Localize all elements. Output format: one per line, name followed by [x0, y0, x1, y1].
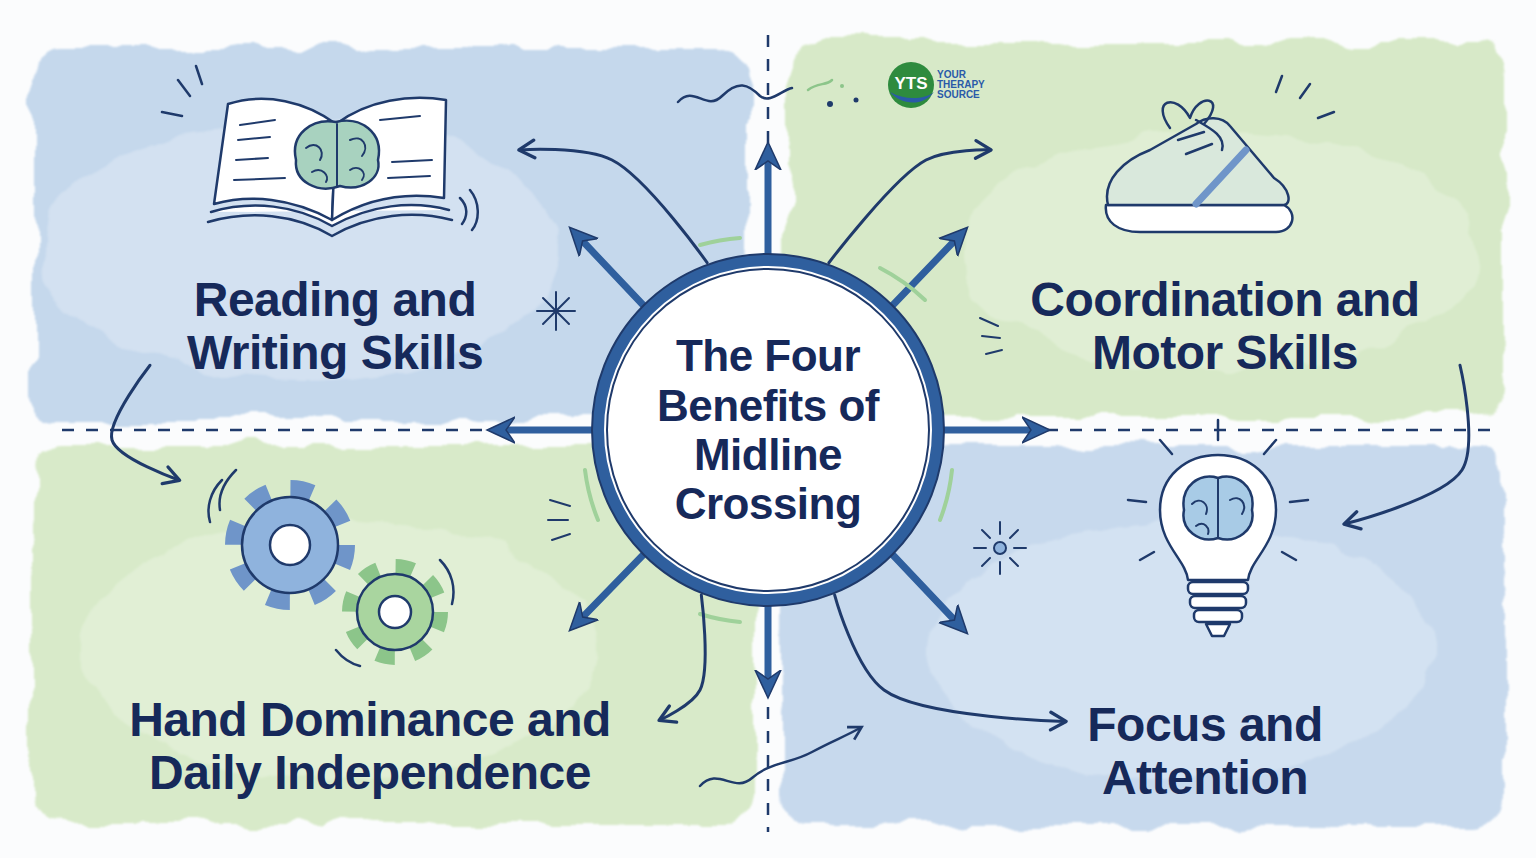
hub-text: The Four Benefits of Midline Crossing — [623, 331, 913, 528]
shoe-icon — [1106, 76, 1334, 232]
accent-arcs — [585, 238, 952, 622]
benefit-box: Coordination and Motor Skills — [990, 85, 1460, 380]
hub-outer-ring — [592, 254, 944, 606]
bulb-glass — [1160, 455, 1276, 580]
benefit-box: Focus and Attention — [1065, 425, 1345, 805]
spoke-arrow — [765, 604, 772, 690]
accent-arc — [940, 470, 952, 520]
accent-arc — [700, 614, 740, 622]
spoke-arrow — [942, 427, 1042, 434]
bulb-base — [1194, 610, 1242, 622]
gear-hole — [270, 525, 310, 565]
gear-hole — [379, 596, 411, 628]
sparkle — [537, 292, 575, 330]
logo-initials: YTS — [888, 75, 934, 94]
lightbulb-icon — [1128, 420, 1308, 636]
spoke-arrow — [495, 427, 594, 434]
benefit-text: Hand Dominance and Daily Independence — [80, 693, 660, 801]
curved-arrow — [520, 149, 707, 262]
dot — [854, 98, 859, 103]
accent-arc — [585, 470, 598, 520]
sparkle-center — [994, 542, 1006, 554]
gears-icon — [209, 470, 454, 666]
benefit-text: Reading and Writing Skills — [150, 273, 520, 381]
light-rays — [1128, 420, 1308, 560]
sparkle — [974, 522, 1026, 574]
dots — [827, 84, 859, 107]
shoe-sole — [1106, 205, 1293, 232]
gear-body — [242, 497, 338, 593]
benefit-box: Hand Dominance and Daily Independence — [80, 480, 660, 800]
dot — [827, 101, 833, 107]
curved-arrow — [835, 595, 1065, 721]
dot — [840, 84, 844, 88]
benefit-box: Reading and Writing Skills — [150, 85, 520, 380]
hub-ring — [598, 260, 938, 600]
bulb-base — [1188, 582, 1248, 594]
shoe-laces — [1163, 101, 1223, 154]
logo-wordmark: YOUR THERAPY SOURCE — [937, 70, 1003, 100]
spoke-arrow — [765, 150, 772, 256]
gear-teeth — [235, 490, 345, 600]
hub-spokes — [495, 150, 1042, 690]
gear-body — [357, 574, 433, 650]
brain-folds — [1192, 478, 1244, 538]
accent-strokes — [162, 66, 478, 230]
gear-teeth — [351, 568, 439, 656]
brain-folds — [306, 124, 365, 186]
benefit-text: Focus and Attention — [1065, 698, 1345, 806]
logo-swoosh — [890, 92, 934, 103]
book-icon — [162, 66, 478, 236]
shoe-upper — [1107, 118, 1289, 205]
motion-lines — [209, 470, 454, 666]
brain-shape — [295, 121, 379, 189]
spoke-arrow — [891, 233, 962, 307]
curved-arrow — [660, 595, 705, 720]
curved-arrow — [1345, 365, 1469, 524]
accent-arc — [700, 238, 740, 245]
shoe-stripe — [1196, 150, 1246, 204]
bulb-base — [1190, 596, 1246, 608]
hub-circle: The Four Benefits of Midline Crossing — [590, 252, 946, 608]
spoke-arrow — [575, 233, 645, 307]
brain-shape — [1183, 477, 1252, 540]
squiggle — [808, 80, 832, 90]
squiggle-arrow — [700, 728, 860, 786]
curved-arrow — [112, 365, 179, 480]
benefit-text: Coordination and Motor Skills — [990, 273, 1460, 381]
logo-circle — [888, 62, 934, 108]
hub-inner-ring — [607, 269, 929, 591]
accent-arc — [880, 268, 925, 300]
spoke-arrow — [891, 553, 962, 628]
accent-strokes — [1276, 76, 1334, 118]
spoke-arrow — [575, 553, 645, 625]
squiggle — [678, 85, 792, 102]
wash-highlight — [40, 120, 560, 380]
logo-mark — [888, 62, 934, 108]
curved-arrow — [829, 150, 990, 263]
bulb-tip — [1206, 624, 1230, 636]
